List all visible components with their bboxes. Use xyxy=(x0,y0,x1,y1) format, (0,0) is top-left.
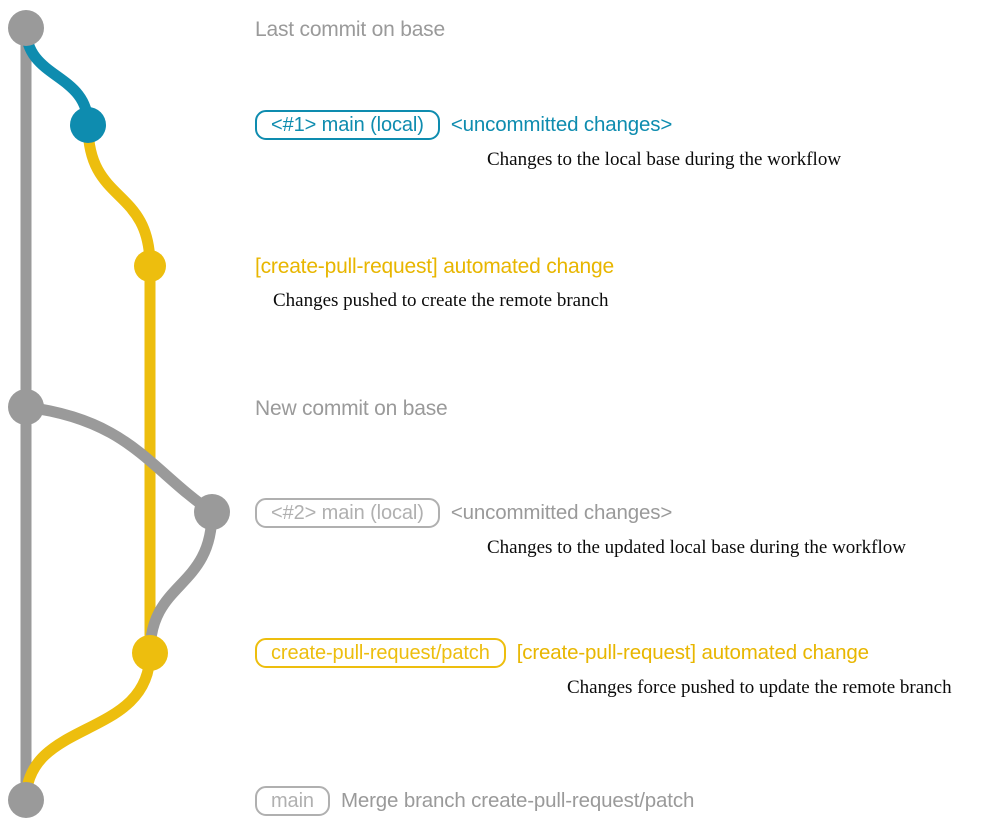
commit-summary-line: <#2> main (local) <uncommitted changes> xyxy=(255,496,906,530)
graph-edge xyxy=(20,647,156,806)
graph-nodes xyxy=(8,10,230,818)
commit-summary-line: Last commit on base xyxy=(255,12,445,46)
commit-subject: <uncommitted changes> xyxy=(450,112,673,136)
commit-subject: Last commit on base xyxy=(255,17,445,41)
commit-summary-line: create-pull-request/patch [create-pull-re… xyxy=(255,636,952,670)
commit-subject: <uncommitted changes> xyxy=(450,500,673,524)
commit-node[interactable] xyxy=(70,107,106,143)
commit-note: Changes pushed to create the remote bran… xyxy=(273,290,609,311)
commit-summary-line: <#1> main (local) <uncommitted changes> xyxy=(255,108,841,142)
commit-node[interactable] xyxy=(8,10,44,46)
graph-edge xyxy=(20,401,218,518)
row-new-commit-on-base: New commit on base xyxy=(255,391,448,425)
commit-node[interactable] xyxy=(132,635,168,671)
commit-summary-line: main Merge branch create-pull-request/pat… xyxy=(255,784,694,818)
commit-subject: New commit on base xyxy=(255,396,448,420)
commit-summary-line: [create-pull-request] automated change xyxy=(255,249,614,283)
row-remote-2: create-pull-request/patch [create-pull-re… xyxy=(255,636,952,697)
graph-edge xyxy=(82,119,156,272)
commit-subject: Merge branch create-pull-request/patch xyxy=(340,788,695,812)
commit-note: Changes force pushed to update the remot… xyxy=(567,677,952,698)
graph-edge xyxy=(144,506,218,659)
commit-node[interactable] xyxy=(134,250,166,282)
ref-badge[interactable]: main xyxy=(255,786,330,816)
commit-subject: [create-pull-request] automated change xyxy=(516,640,869,664)
ref-badge[interactable]: create-pull-request/patch xyxy=(255,638,506,668)
row-local-2: <#2> main (local) <uncommitted changes> Ch… xyxy=(255,496,906,557)
commit-node[interactable] xyxy=(8,389,44,425)
row-last-commit-on-base: Last commit on base xyxy=(255,12,445,46)
row-merge: main Merge branch create-pull-request/pat… xyxy=(255,784,694,818)
commit-subject: [create-pull-request] automated change xyxy=(255,254,614,278)
commit-note: Changes to the local base during the wor… xyxy=(487,149,842,170)
commit-node[interactable] xyxy=(8,782,44,818)
ref-badge[interactable]: <#1> main (local) xyxy=(255,110,440,140)
commit-summary-line: New commit on base xyxy=(255,391,448,425)
commit-node[interactable] xyxy=(194,494,230,530)
ref-badge[interactable]: <#2> main (local) xyxy=(255,498,440,528)
commit-note: Changes to the updated local base during… xyxy=(487,537,906,558)
row-local-1: <#1> main (local) <uncommitted changes> Ch… xyxy=(255,108,841,169)
